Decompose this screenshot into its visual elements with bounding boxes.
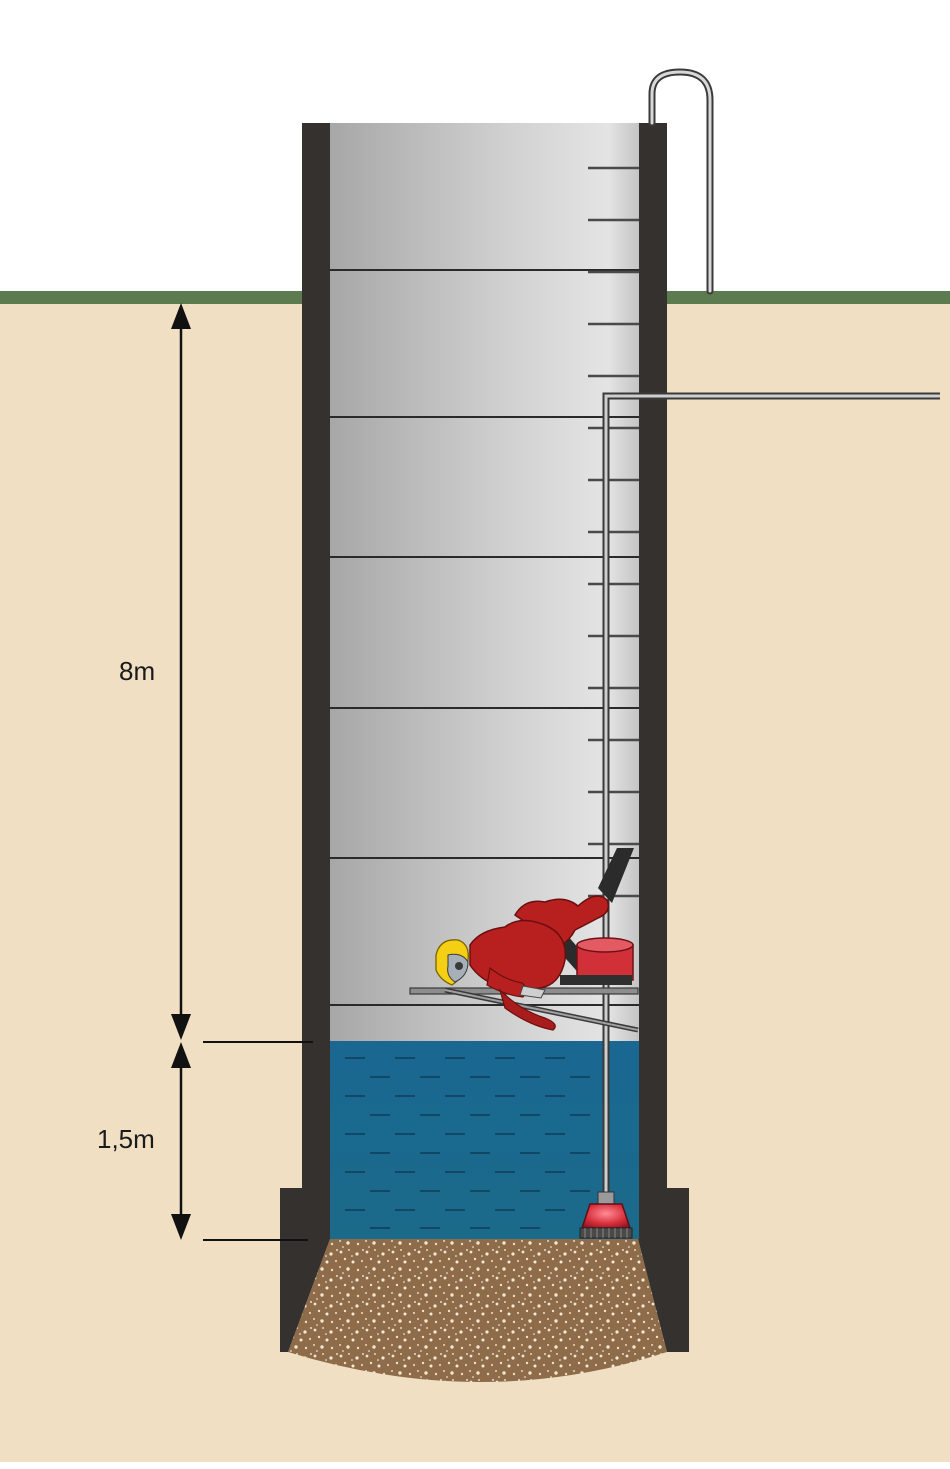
water [330,1041,639,1239]
sediment [288,1239,667,1382]
reference-ticks [203,1041,313,1241]
shaft-interior [330,123,639,1041]
submersible-pump-icon [579,1191,633,1239]
dimension-8m [171,303,191,1040]
dimension-1-5m [171,1042,191,1240]
rescuer-in-harness-icon [435,848,634,1031]
right-wall [638,123,689,1352]
bottom-border [0,1462,950,1469]
label-8m: 8m [119,656,155,686]
water-ripples [345,1057,590,1229]
discharge-pipe [602,392,940,1196]
label-1-5m: 1,5m [97,1124,155,1154]
shaft-ring-joints [330,269,639,1006]
winch-unit [560,937,634,985]
well-walls [280,123,689,1352]
left-wall [280,123,330,1352]
ladder-rungs [588,166,639,898]
